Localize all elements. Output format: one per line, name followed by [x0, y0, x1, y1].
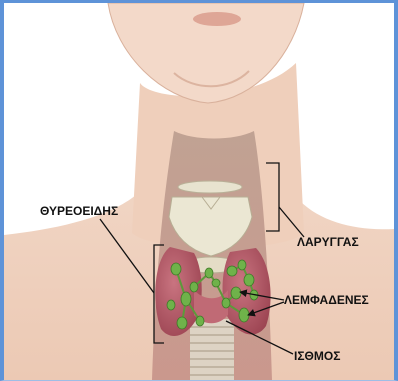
hyoid-bone [178, 181, 242, 193]
trachea [190, 319, 234, 380]
thyroid-anatomy-illustration: ΘΥΡΕΟΕΙΔΗΣ ΛΑΡΥΓΓΑΣ ΛΕΜΦΑΔΕΝΕΣ ΙΣΘΜΟΣ [4, 3, 394, 380]
larynx-label: ΛΑΡΥΓΓΑΣ [297, 235, 359, 249]
thyroid-label: ΘΥΡΕΟΕΙΔΗΣ [40, 204, 118, 218]
lymph-nodes-label: ΛΕΜΦΑΔΕΝΕΣ [284, 293, 369, 307]
lips [193, 12, 241, 26]
isthmus-label: ΙΣΘΜΟΣ [294, 349, 340, 363]
